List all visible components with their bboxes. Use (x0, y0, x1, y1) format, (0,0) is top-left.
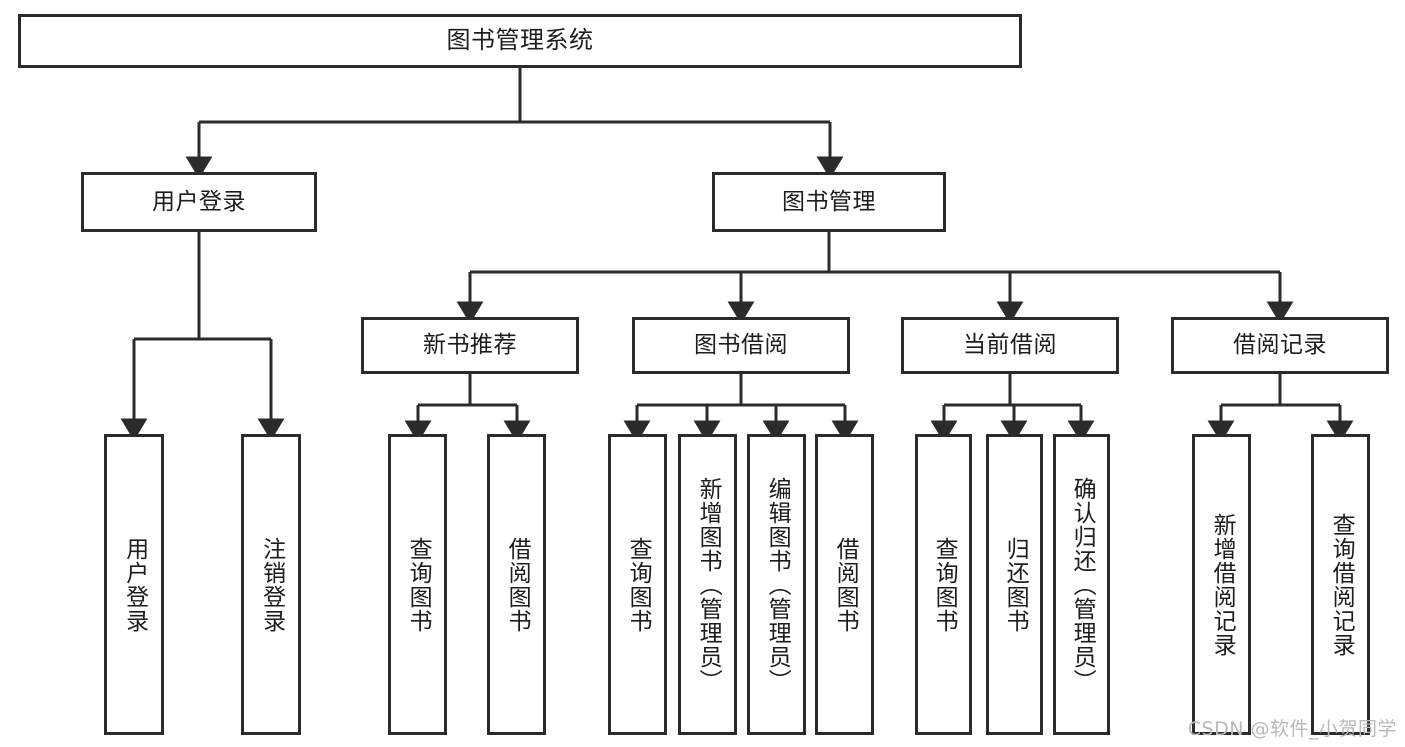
leaf-borrow-book-1-label: 借阅图书 (504, 536, 531, 633)
leaf-return-book-label: 归还图书 (1002, 536, 1029, 633)
node-current-borrow[interactable]: 当前借阅 (901, 317, 1119, 374)
leaf-add-book[interactable]: 新增图书（管理员） (678, 434, 737, 735)
node-current-borrow-label: 当前借阅 (963, 332, 1057, 359)
leaf-add-book-label: 新增图书（管理员） (695, 476, 722, 693)
leaf-query-book-1-label: 查询图书 (405, 536, 432, 633)
leaf-query-record-label: 查询借阅记录 (1328, 512, 1355, 657)
leaf-edit-book[interactable]: 编辑图书（管理员） (747, 434, 806, 735)
leaf-query-book-2[interactable]: 查询图书 (608, 434, 667, 735)
leaf-borrow-book-2-label: 借阅图书 (832, 536, 859, 633)
node-book-manage[interactable]: 图书管理 (712, 172, 946, 232)
leaf-logout-label: 注销登录 (258, 536, 285, 633)
leaf-user-login[interactable]: 用户登录 (104, 434, 164, 735)
leaf-edit-book-label: 编辑图书（管理员） (764, 476, 791, 693)
node-user-login[interactable]: 用户登录 (81, 172, 317, 232)
node-borrow-record[interactable]: 借阅记录 (1171, 317, 1389, 374)
node-book-borrow[interactable]: 图书借阅 (632, 317, 850, 374)
leaf-return-book[interactable]: 归还图书 (986, 434, 1043, 735)
node-user-login-label: 用户登录 (152, 188, 246, 215)
leaf-logout[interactable]: 注销登录 (241, 434, 301, 735)
node-book-borrow-label: 图书借阅 (694, 332, 788, 359)
node-new-book-rec[interactable]: 新书推荐 (361, 317, 579, 374)
leaf-user-login-label: 用户登录 (121, 536, 148, 633)
node-new-book-rec-label: 新书推荐 (423, 332, 517, 359)
node-borrow-record-label: 借阅记录 (1233, 332, 1327, 359)
leaf-add-record[interactable]: 新增借阅记录 (1192, 434, 1251, 735)
leaf-query-book-3-label: 查询图书 (931, 536, 958, 633)
leaf-query-book-2-label: 查询图书 (625, 536, 652, 633)
leaf-query-book-1[interactable]: 查询图书 (388, 434, 447, 735)
node-book-manage-label: 图书管理 (782, 188, 876, 215)
node-root-label: 图书管理系统 (446, 26, 594, 55)
leaf-borrow-book-2[interactable]: 借阅图书 (815, 434, 874, 735)
leaf-add-record-label: 新增借阅记录 (1209, 512, 1236, 657)
leaf-query-book-3[interactable]: 查询图书 (915, 434, 972, 735)
leaf-confirm-return[interactable]: 确认归还（管理员） (1053, 434, 1110, 735)
leaf-query-record[interactable]: 查询借阅记录 (1311, 434, 1370, 735)
leaf-borrow-book-1[interactable]: 借阅图书 (487, 434, 546, 735)
node-root[interactable]: 图书管理系统 (18, 14, 1022, 68)
leaf-confirm-return-label: 确认归还（管理员） (1069, 476, 1096, 693)
